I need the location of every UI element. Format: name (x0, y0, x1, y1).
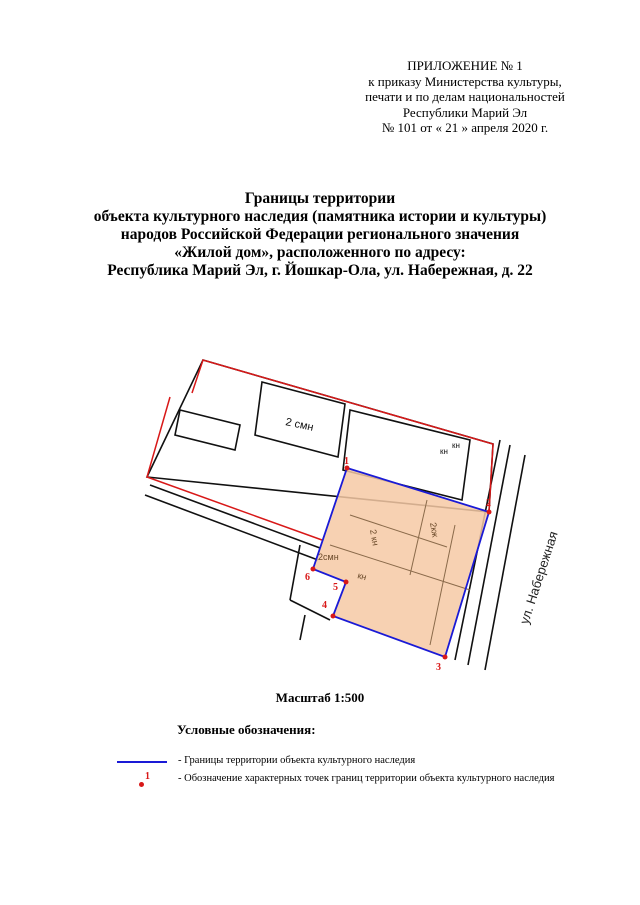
point-label: 6 (305, 572, 310, 583)
building-label: кн (452, 441, 460, 450)
building-label: 2кж (428, 522, 440, 538)
boundary-point (344, 465, 350, 471)
appendix-line: Республики Марий Эл (402, 104, 528, 120)
point-labels: 1 2 3 4 5 6 (305, 456, 491, 673)
building-labels: 2 смн кн кн 2 кн 2смн 2кж кн (284, 416, 460, 582)
scale-label: Масштаб 1:500 (275, 690, 365, 705)
old-boundary-line (191, 359, 494, 513)
building-label: кн (356, 570, 367, 582)
legend-title: Условные обозначения: (177, 722, 316, 737)
point-label: 2 (486, 498, 491, 509)
boundary-point (343, 579, 349, 585)
boundary-points (310, 465, 492, 660)
legend-point-number: 1 (145, 771, 150, 782)
building-label: 2 кн (368, 529, 381, 547)
title-line: Границы территории (244, 190, 396, 207)
point-label: 3 (436, 662, 441, 673)
point-label: 4 (322, 600, 327, 611)
appendix-line: к приказу Министерства культуры, (368, 73, 562, 89)
appendix-line: № 101 от « 21 » апреля 2020 г. (381, 120, 549, 135)
territory-fill (313, 468, 489, 657)
boundary-point (486, 509, 492, 515)
boundary-point (330, 613, 336, 619)
boundary-point (310, 566, 316, 572)
building-label: 2смн (318, 552, 339, 562)
point-label: 5 (333, 582, 338, 593)
legend-blue-line-symbol (117, 761, 167, 763)
title-line: объекта культурного наследия (памятника … (93, 208, 547, 225)
boundary-point (442, 654, 448, 660)
title-line: Республика Марий Эл, г. Йошкар-Ола, ул. … (107, 262, 533, 279)
street-label: ул. Набережная (517, 529, 561, 626)
appendix-line: ПРИЛОЖЕНИЕ № 1 (407, 58, 523, 73)
legend-item-points: - Обозначение характерных точек границ т… (178, 773, 555, 784)
building-label: 2 смн (284, 416, 314, 434)
territory-plan-details (329, 499, 471, 646)
appendix-line: печати и по делам национальностей (365, 89, 565, 104)
legend-item-boundary: - Границы территории объекта культурного… (178, 755, 416, 766)
legend-red-point-symbol (139, 782, 144, 787)
point-label: 1 (344, 456, 349, 467)
title-line: «Жилой дом», расположенного по адресу: (174, 244, 466, 261)
title-line: народов Российской Федерации регионально… (120, 226, 520, 243)
document-title: Границы территории объекта культурного н… (60, 190, 580, 280)
old-boundary-line (146, 396, 323, 541)
building-label: кн (440, 447, 448, 456)
appendix-header: ПРИЛОЖЕНИЕ № 1 к приказу Министерства ку… (340, 58, 590, 136)
